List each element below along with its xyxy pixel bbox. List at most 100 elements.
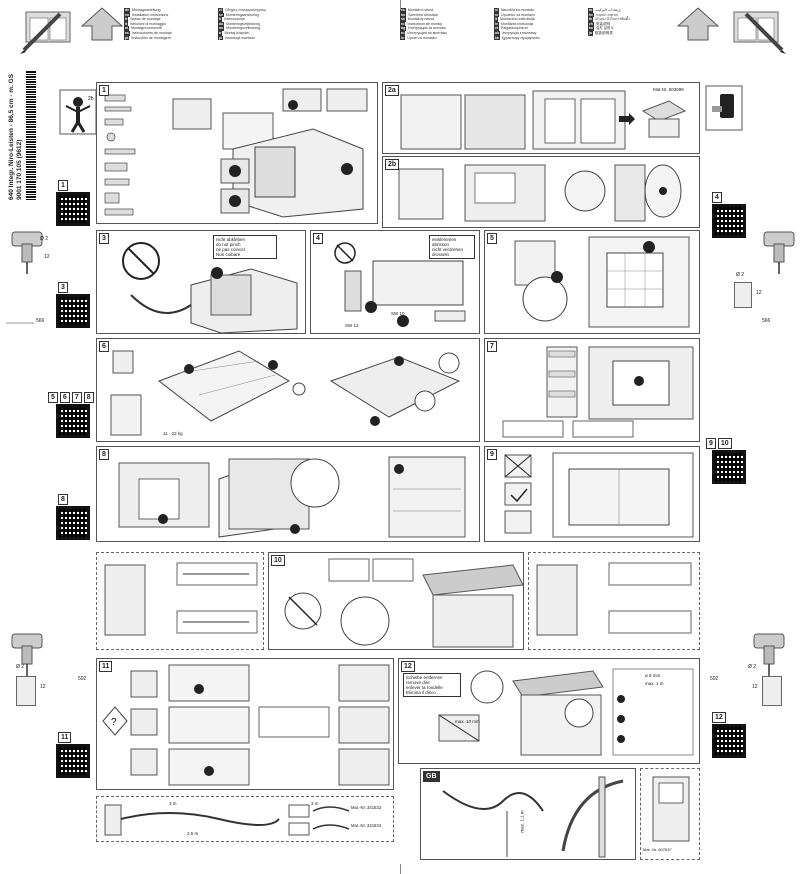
hose-routing-illustration <box>122 242 298 333</box>
qr-code-icon[interactable] <box>56 192 90 226</box>
hose-length: 3 m <box>311 801 319 806</box>
strip-fitting-illustration <box>104 562 258 636</box>
wrench-size: SW 13 <box>345 323 359 328</box>
language-code: hu <box>400 12 407 18</box>
home-arrow-icon[interactable] <box>676 6 720 42</box>
max-dimension: max. 10 mm <box>455 719 480 724</box>
language-code: ar <box>588 8 594 13</box>
language-code: zh <box>588 21 594 27</box>
barcode <box>26 70 36 200</box>
fitting-detail-illustration <box>398 164 682 222</box>
material-number: Mat.-Nr. 341634 <box>351 823 382 828</box>
drill-icon <box>753 633 785 676</box>
wrench-size: SW 10 <box>391 311 405 316</box>
language-code: fi <box>218 17 223 22</box>
language-code: fr <box>124 17 129 22</box>
smartphone-icon <box>705 85 743 131</box>
step-panel-12: 12 Scheibe entfernen remove disc enlever… <box>398 658 700 764</box>
language-code: sr <box>494 12 500 18</box>
language-title: Monteringsveiledning <box>226 26 261 31</box>
language-title: Montážny návod <box>407 17 435 22</box>
drill-diameter: Ø 2 <box>736 272 745 278</box>
hose-length: 2,5 m <box>187 831 199 836</box>
cabinet-installation-illustration <box>172 88 368 218</box>
pencil-cabinet-icon <box>20 11 71 54</box>
drill-depth: 12 <box>756 290 762 296</box>
dimension-arrow <box>6 322 34 324</box>
door-panel-illustration <box>110 350 461 436</box>
home-arrow-icon[interactable] <box>80 6 124 42</box>
qr-code-icon[interactable] <box>56 506 90 540</box>
hose-diameter: ø 8 mm <box>645 673 661 678</box>
language-title: Istruzioni di montaggio <box>130 21 167 26</box>
detail-panel-left <box>96 552 264 650</box>
drill-icon <box>11 633 43 676</box>
hose-extension-illustration <box>104 804 350 836</box>
language-title: Montāžas instrukcija <box>500 21 534 26</box>
language-code: he <box>588 12 594 18</box>
language-title: คำแนะนำในการติดตั้ง <box>595 17 630 22</box>
qr-code-icon[interactable] <box>712 450 746 484</box>
qr-code-icon[interactable] <box>56 404 90 438</box>
warning-text-box: einklemmen abrissen nicht verdrehen dros… <box>429 235 475 259</box>
language-title: Montageanleitung <box>131 8 161 12</box>
crop-mark <box>400 864 401 874</box>
template-illustration <box>514 236 690 328</box>
pencil-cabinet-icon <box>733 11 786 54</box>
qr-code-icon[interactable] <box>56 744 90 778</box>
step-panel-9: 9 <box>484 446 700 542</box>
language-code: es <box>124 30 130 36</box>
step-number: 6 <box>99 341 109 352</box>
language-title: Instruções de montagem <box>131 35 171 40</box>
language-title: إرشادات التركيب <box>595 8 621 12</box>
language-code: lv <box>494 21 499 27</box>
qr-code-icon[interactable] <box>712 204 746 238</box>
language-code: bg <box>400 26 407 31</box>
language-title: Инструкция по монтажу <box>407 30 447 35</box>
language-code: it <box>124 21 129 27</box>
plinth-options-illustration: ? <box>102 664 390 786</box>
language-title: Upute za montažu <box>407 35 437 40</box>
step-number: 7 <box>487 341 497 352</box>
parts-list-illustration <box>104 94 136 216</box>
step-number: 1 <box>99 85 109 96</box>
step-number: 12 <box>401 661 415 672</box>
qr-code-icon[interactable] <box>712 724 746 758</box>
qr-code-icon[interactable] <box>56 294 90 328</box>
step-number: 9 <box>487 449 497 460</box>
door-mounting-illustration <box>118 456 466 538</box>
step-panel-4: 4 einklemmen abrissen nicht verdrehen dr… <box>310 230 480 334</box>
drill-position-box <box>734 282 752 308</box>
qr-label-8: 8 <box>58 494 68 505</box>
language-title: Инструкция за монтаж <box>408 26 446 31</box>
leveling-illustration <box>334 242 466 327</box>
crop-mark <box>400 0 401 10</box>
language-title: Uputstvo za montažu <box>501 12 535 17</box>
language-code: de <box>124 8 130 13</box>
language-title: 安装说明 <box>595 21 611 26</box>
accessory-illustration <box>641 100 687 138</box>
step-number: 8 <box>99 449 109 460</box>
language-title: Notice de montage <box>130 17 161 22</box>
